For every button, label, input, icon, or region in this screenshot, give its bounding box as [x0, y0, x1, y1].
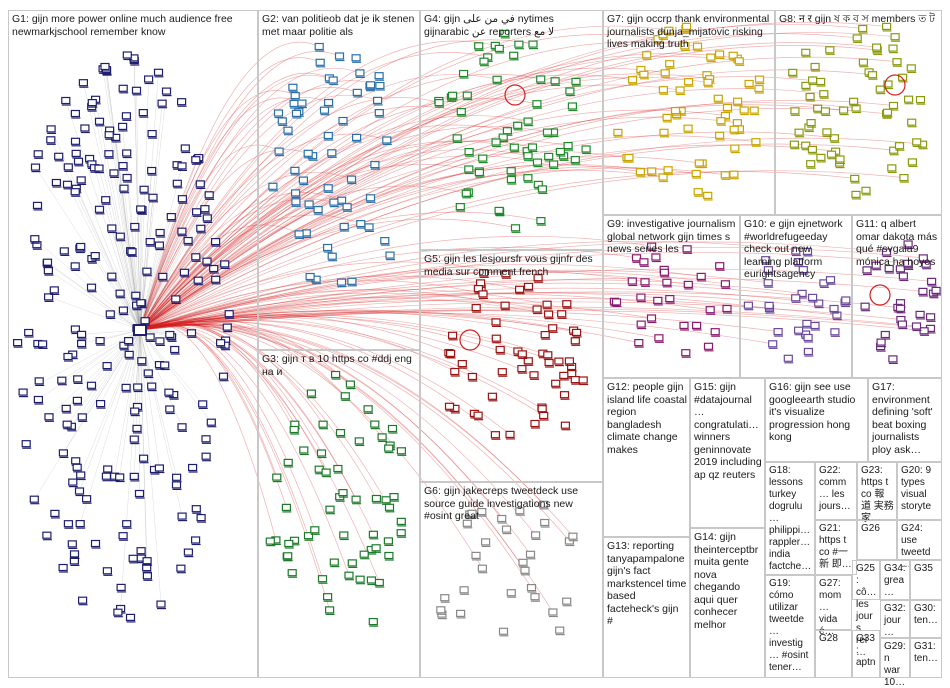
- group-label-g5: G5: gijn les lesjoursfr vous gijnfr des …: [424, 253, 600, 278]
- group-cell-g3: G3: gijn т в 10 https co #ddj eng на и: [258, 350, 420, 678]
- group-label-g6: G6: gijn jakecreps tweetdeck use source …: [424, 485, 600, 523]
- group-label-g2: G2: van politieob dat je ik stenen met m…: [262, 13, 417, 38]
- group-cell-g28: G28: [815, 630, 852, 678]
- group-label-g10: G10: e gijn ejnetwork #worldrefugeeday c…: [744, 218, 849, 281]
- group-label-g31: G31: ten…: [914, 641, 939, 665]
- group-cell-g21: G21: https t co #一 新 即…: [815, 520, 857, 575]
- group-label-g7: G7: gijn occrp thank environmental journ…: [607, 13, 772, 51]
- group-cell-g17: G17: environment defining 'soft' beat bo…: [868, 378, 942, 462]
- group-label-g15: G15: gijn #datajournal… congratulati… wi…: [694, 381, 762, 481]
- group-cell-g32: G32: jour…: [880, 600, 910, 638]
- group-cell-g19: G19: cómo utilizar tweetde… investig… #o…: [765, 575, 815, 678]
- group-label-g27: G27: mom… vida é…: [819, 578, 849, 638]
- group-label-g16: G16: gijn see use googleearth studio it'…: [769, 381, 865, 444]
- group-cell-g4: G4: gijn في من على nytimes gijnarabic عن…: [420, 10, 603, 250]
- group-cell-g24: G24: use tweetd…: [897, 520, 942, 560]
- group-label-g35: G35: [914, 563, 939, 575]
- group-label-g13: G13: reporting tanyapampalone gijn's fac…: [607, 540, 687, 628]
- group-cell-g13: G13: reporting tanyapampalone gijn's fac…: [603, 537, 690, 678]
- group-cell-g22: G22: comm… les jours…: [815, 462, 857, 520]
- group-cell-g35: G35: [910, 560, 942, 600]
- group-label-g19: G19: cómo utilizar tweetde… investig… #o…: [769, 578, 812, 674]
- group-cell-g26: G26: [857, 520, 897, 560]
- group-label-g22: G22: comm… les jours…: [819, 465, 854, 513]
- group-label-g28: G28: [819, 633, 849, 645]
- group-label-g23: G23: https t co 報道 実務家…: [861, 465, 894, 525]
- group-cell-g14: G14: gijn theinterceptbr muita gente nov…: [690, 528, 765, 678]
- group-label-g9: G9: investigative journalism global netw…: [607, 218, 737, 256]
- group-label-g8: G8: न र gijn ষ ক ব স members ত ট: [779, 13, 939, 26]
- group-cell-g1: G1: gijn more power online much audience…: [8, 10, 258, 678]
- group-label-g4: G4: gijn في من على nytimes gijnarabic عن…: [424, 13, 600, 38]
- group-cell-g11: G11: q albert omar dakota más qué #svgal…: [852, 215, 942, 378]
- group-cell-g8: G8: न र gijn ষ ক ব স members ত ট: [775, 10, 942, 215]
- group-cell-g2: G2: van politieob dat je ik stenen met m…: [258, 10, 420, 350]
- group-cell-g15: G15: gijn #datajournal… congratulati… wi…: [690, 378, 765, 528]
- group-label-g26: G26: [861, 523, 894, 535]
- group-cell-g20: G20: 9 types visual storyte…: [897, 462, 942, 520]
- group-label-g32: G32: jour…: [884, 603, 907, 639]
- group-cell-g12: G12: people gijn island life coastal reg…: [603, 378, 690, 537]
- group-cell-g23: G23: https t co 報道 実務家…: [857, 462, 897, 520]
- group-label-g21: G21: https t co #一 新 即…: [819, 523, 854, 571]
- group-cell-g9: G9: investigative journalism global netw…: [603, 215, 740, 378]
- group-cell-g25: G25: cô… les jours réi…: [852, 560, 880, 600]
- group-label-g3: G3: gijn т в 10 https co #ddj eng на и: [262, 353, 417, 378]
- group-label-g18: G18: lessons turkey dogrulu… philippi… r…: [769, 465, 812, 573]
- group-cell-g7: G7: gijn occrp thank environmental journ…: [603, 10, 775, 215]
- group-label-g17: G17: environment defining 'soft' beat bo…: [872, 381, 939, 456]
- group-label-g1: G1: gijn more power online much audience…: [12, 13, 255, 38]
- group-cell-g18: G18: lessons turkey dogrulu… philippi… r…: [765, 462, 815, 575]
- group-label-g12: G12: people gijn island life coastal reg…: [607, 381, 687, 456]
- group-label-g20: G20: 9 types visual storyte…: [901, 465, 939, 525]
- group-cell-g33: G33: aptn: [852, 630, 880, 678]
- group-cell-g16: G16: gijn see use googleearth studio it'…: [765, 378, 868, 462]
- group-cell-g27: G27: mom… vida é…: [815, 575, 852, 630]
- group-cell-g30: G30: ten…: [910, 600, 942, 638]
- group-cell-g34: G34: grea…: [880, 560, 910, 600]
- group-cell-g29: G29: n war 10…: [880, 638, 910, 678]
- group-label-g33: G33: aptn: [856, 633, 877, 669]
- group-cell-g31: G31: ten…: [910, 638, 942, 678]
- group-label-g14: G14: gijn theinterceptbr muita gente nov…: [694, 531, 762, 631]
- group-label-g34: G34: grea…: [884, 563, 907, 599]
- group-label-g11: G11: q albert omar dakota más qué #svgal…: [856, 218, 939, 268]
- group-cell-g5: G5: gijn les lesjoursfr vous gijnfr des …: [420, 250, 603, 482]
- group-cell-g6: G6: gijn jakecreps tweetdeck use source …: [420, 482, 603, 678]
- group-label-g30: G30: ten…: [914, 603, 939, 627]
- group-cell-g10: G10: e gijn ejnetwork #worldrefugeeday c…: [740, 215, 852, 378]
